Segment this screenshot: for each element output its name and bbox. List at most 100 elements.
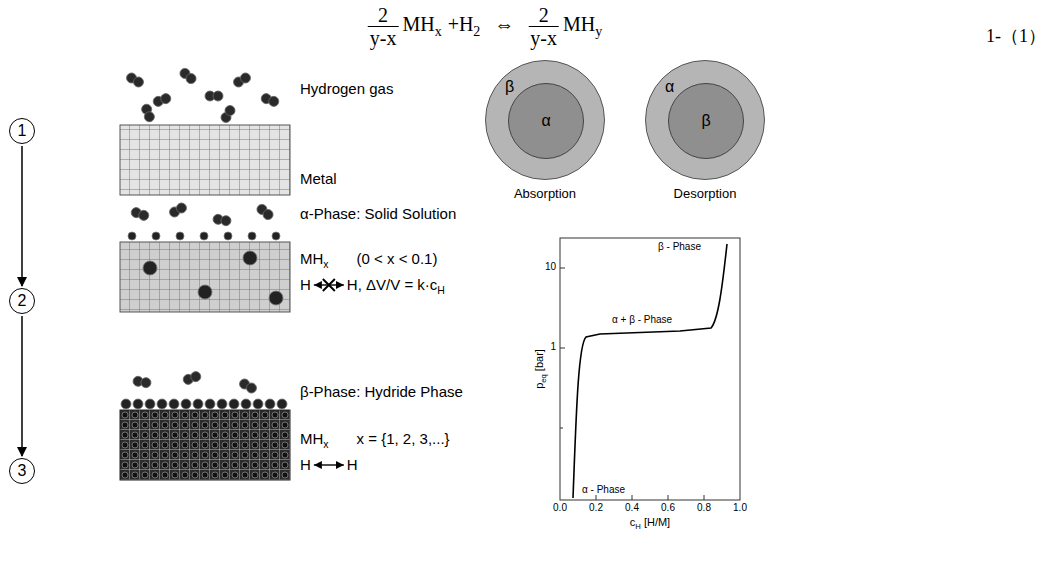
hydrogen-atom (217, 399, 227, 409)
outer-phase-ring: βα (485, 60, 605, 180)
hydrogen-molecule (152, 92, 172, 108)
formula: MH (300, 250, 323, 267)
axis-title: eq (539, 374, 548, 383)
axis-tick-group: 1.0 (733, 502, 747, 514)
hydrogen-atom (229, 399, 239, 409)
axis-title: H (635, 522, 641, 531)
step-number: 2 (9, 288, 35, 314)
generated-art (121, 66, 344, 465)
axis-tick-group: 0.8 (697, 502, 711, 514)
equation: MH (402, 13, 434, 35)
formula-group: HH (300, 456, 358, 474)
exchange-arrow (314, 464, 344, 465)
formula: x = {1, 2, 3,...} (357, 430, 450, 447)
hydrogen-molecule (168, 201, 189, 219)
formula-group: MHx x = {1, 2, 3,...} (300, 430, 450, 451)
formula: x (323, 438, 328, 450)
hydrogen-molecule (260, 92, 280, 108)
chart-frame (560, 238, 740, 500)
hydrogen-molecule (132, 376, 151, 389)
formula: H (347, 456, 358, 473)
step-arrow (21, 146, 23, 286)
formula-group: HH, ΔV/V = k·cH (300, 276, 445, 297)
node-label: β (505, 78, 514, 96)
circle-caption: Desorption (674, 186, 737, 201)
hydrogen-atom (169, 399, 179, 409)
axis-tick-group: 1 (550, 341, 556, 353)
hydrogen-molecule (178, 66, 198, 85)
step-number: 3 (9, 458, 35, 484)
node-label: α (541, 112, 550, 130)
circle-caption-group: Desorption (674, 186, 737, 202)
node-label: 3 (18, 462, 27, 480)
formula: H (300, 456, 311, 473)
hydrogen-atom (243, 251, 257, 265)
hydrogen-atom (253, 399, 263, 409)
stage-label-group: Hydrogen gas (300, 80, 393, 98)
metal-lattice (120, 125, 290, 195)
axis-tick-group: 0.4 (625, 502, 639, 514)
stage-label-group: Metal (300, 170, 337, 188)
hydrogen-atom (205, 399, 215, 409)
circle-caption: Absorption (514, 186, 576, 201)
hydrogen-atom (152, 232, 160, 240)
fraction: 2y-x (528, 4, 559, 49)
axis-tick: 0.0 (553, 502, 567, 513)
hydrogen-molecule (130, 206, 150, 222)
equation: y (595, 24, 602, 39)
hydride-lattice (120, 410, 290, 480)
hydrogen-atom (145, 399, 155, 409)
equation-number-group: 1-（1） (986, 26, 1046, 48)
axis-tick: 1 (550, 341, 556, 352)
hydrogen-molecule (182, 370, 202, 386)
stage-label: Hydrogen gas (300, 80, 393, 97)
hydrogen-atom (248, 232, 256, 240)
arrow-gap (311, 280, 347, 290)
axis-tick-group: 0.2 (589, 502, 603, 514)
hydrogen-atom (133, 399, 143, 409)
hydrogen-molecule (219, 104, 237, 125)
phase-label-group: α - Phase (582, 484, 625, 496)
axis-title: p (533, 383, 545, 389)
arrow-gap (311, 460, 347, 470)
hydrogen-molecule (255, 202, 275, 221)
hydrogen-atom (224, 232, 232, 240)
phase-label: α + β - Phase (612, 314, 672, 325)
equation: ⇔ (494, 13, 514, 35)
hydrogen-atom (200, 232, 208, 240)
hydrogen-molecule (212, 214, 231, 227)
axis-ticks (560, 268, 704, 500)
axis-tick-group: 10 (545, 261, 556, 273)
fraction-denominator: y-x (368, 26, 399, 49)
hydrogen-molecule (125, 71, 146, 89)
inner-phase-core: α (508, 83, 584, 159)
formula: MH (300, 430, 323, 447)
hydrogen-molecule (205, 91, 223, 101)
axis-title-group: cH[H/M] (630, 516, 670, 531)
hydrogen-atom (198, 285, 212, 299)
axis-title-group: peq [bar] (533, 349, 548, 389)
equation: 2 (473, 24, 480, 39)
step-arrow (21, 316, 23, 456)
phase-label: β - Phase (658, 241, 701, 252)
hydrogen-atom (128, 232, 136, 240)
hydrogen-atom (181, 399, 191, 409)
hydrogen-atom (143, 261, 157, 275)
fraction-numerator: 2 (368, 4, 399, 26)
pressure-isotherm (573, 244, 727, 498)
formula-group: MHx(0 < x < 0.1) (300, 250, 437, 271)
hydrogen-atom (157, 399, 167, 409)
node-label: β (701, 112, 710, 130)
axis-title: [bar] (533, 349, 545, 371)
inner-phase-core: β (668, 83, 744, 159)
node-label: 1 (18, 122, 27, 140)
axis-title: [H/M] (644, 516, 670, 528)
formula: H (347, 276, 358, 293)
formula: , ΔV/V = k·c (358, 276, 438, 293)
node-label: α (665, 78, 674, 96)
circle-caption-group: Absorption (514, 186, 576, 202)
hydrogen-atom (269, 291, 283, 305)
equation-group: 2y-xMHx+H2⇔2y-xMHy (368, 4, 603, 49)
stage-label: α-Phase: Solid Solution (300, 205, 456, 222)
